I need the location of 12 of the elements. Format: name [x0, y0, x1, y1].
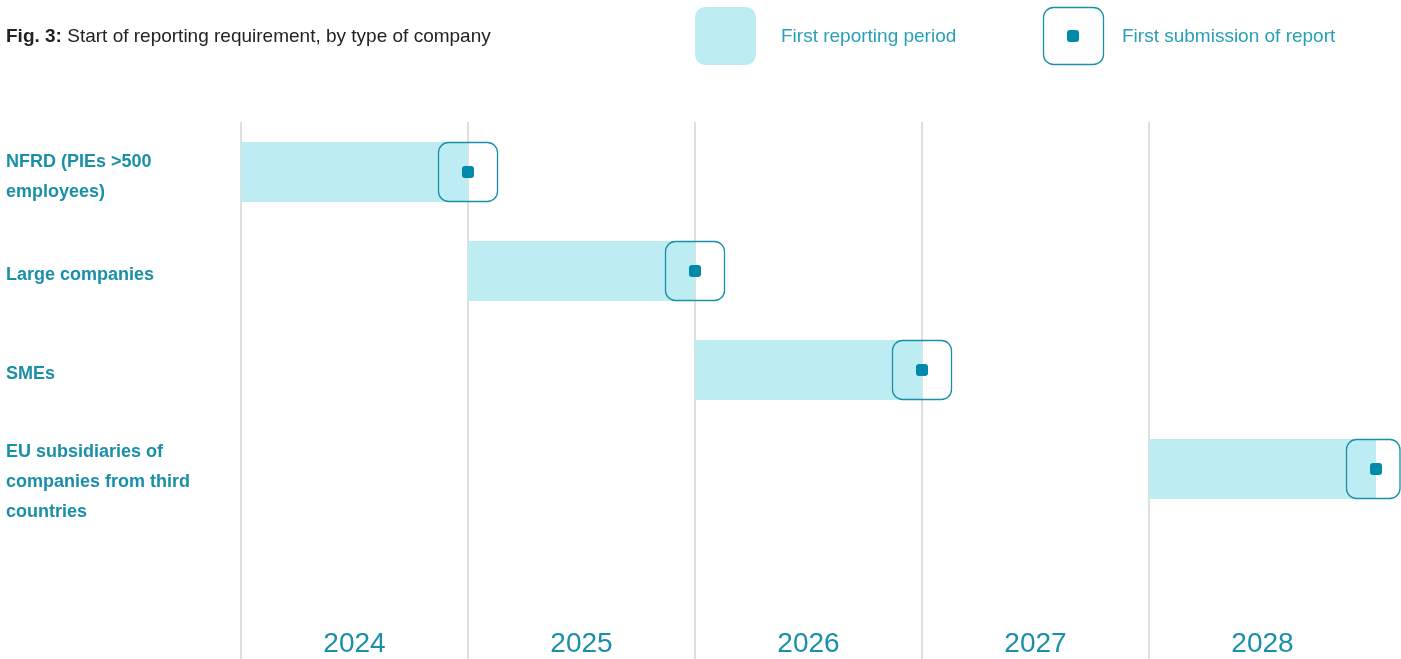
- figure-title: Fig. 3: Start of reporting requirement, by type of company: [6, 25, 491, 47]
- row-label: NFRD (PIEs >500 employees): [6, 150, 153, 203]
- legend-label: First reporting period: [781, 25, 957, 47]
- year-label: 2024: [322, 627, 387, 659]
- year-label: 2025: [549, 627, 614, 659]
- row-label: SMEs: [6, 362, 57, 385]
- year-label: 2026: [776, 627, 841, 659]
- year-label: 2027: [1003, 627, 1068, 659]
- row-label: Large companies: [6, 263, 156, 286]
- row-label: EU subsidiaries of companies from third countries: [6, 440, 192, 523]
- legend-label: First submission of report: [1122, 25, 1336, 47]
- year-label: 2028: [1230, 627, 1295, 659]
